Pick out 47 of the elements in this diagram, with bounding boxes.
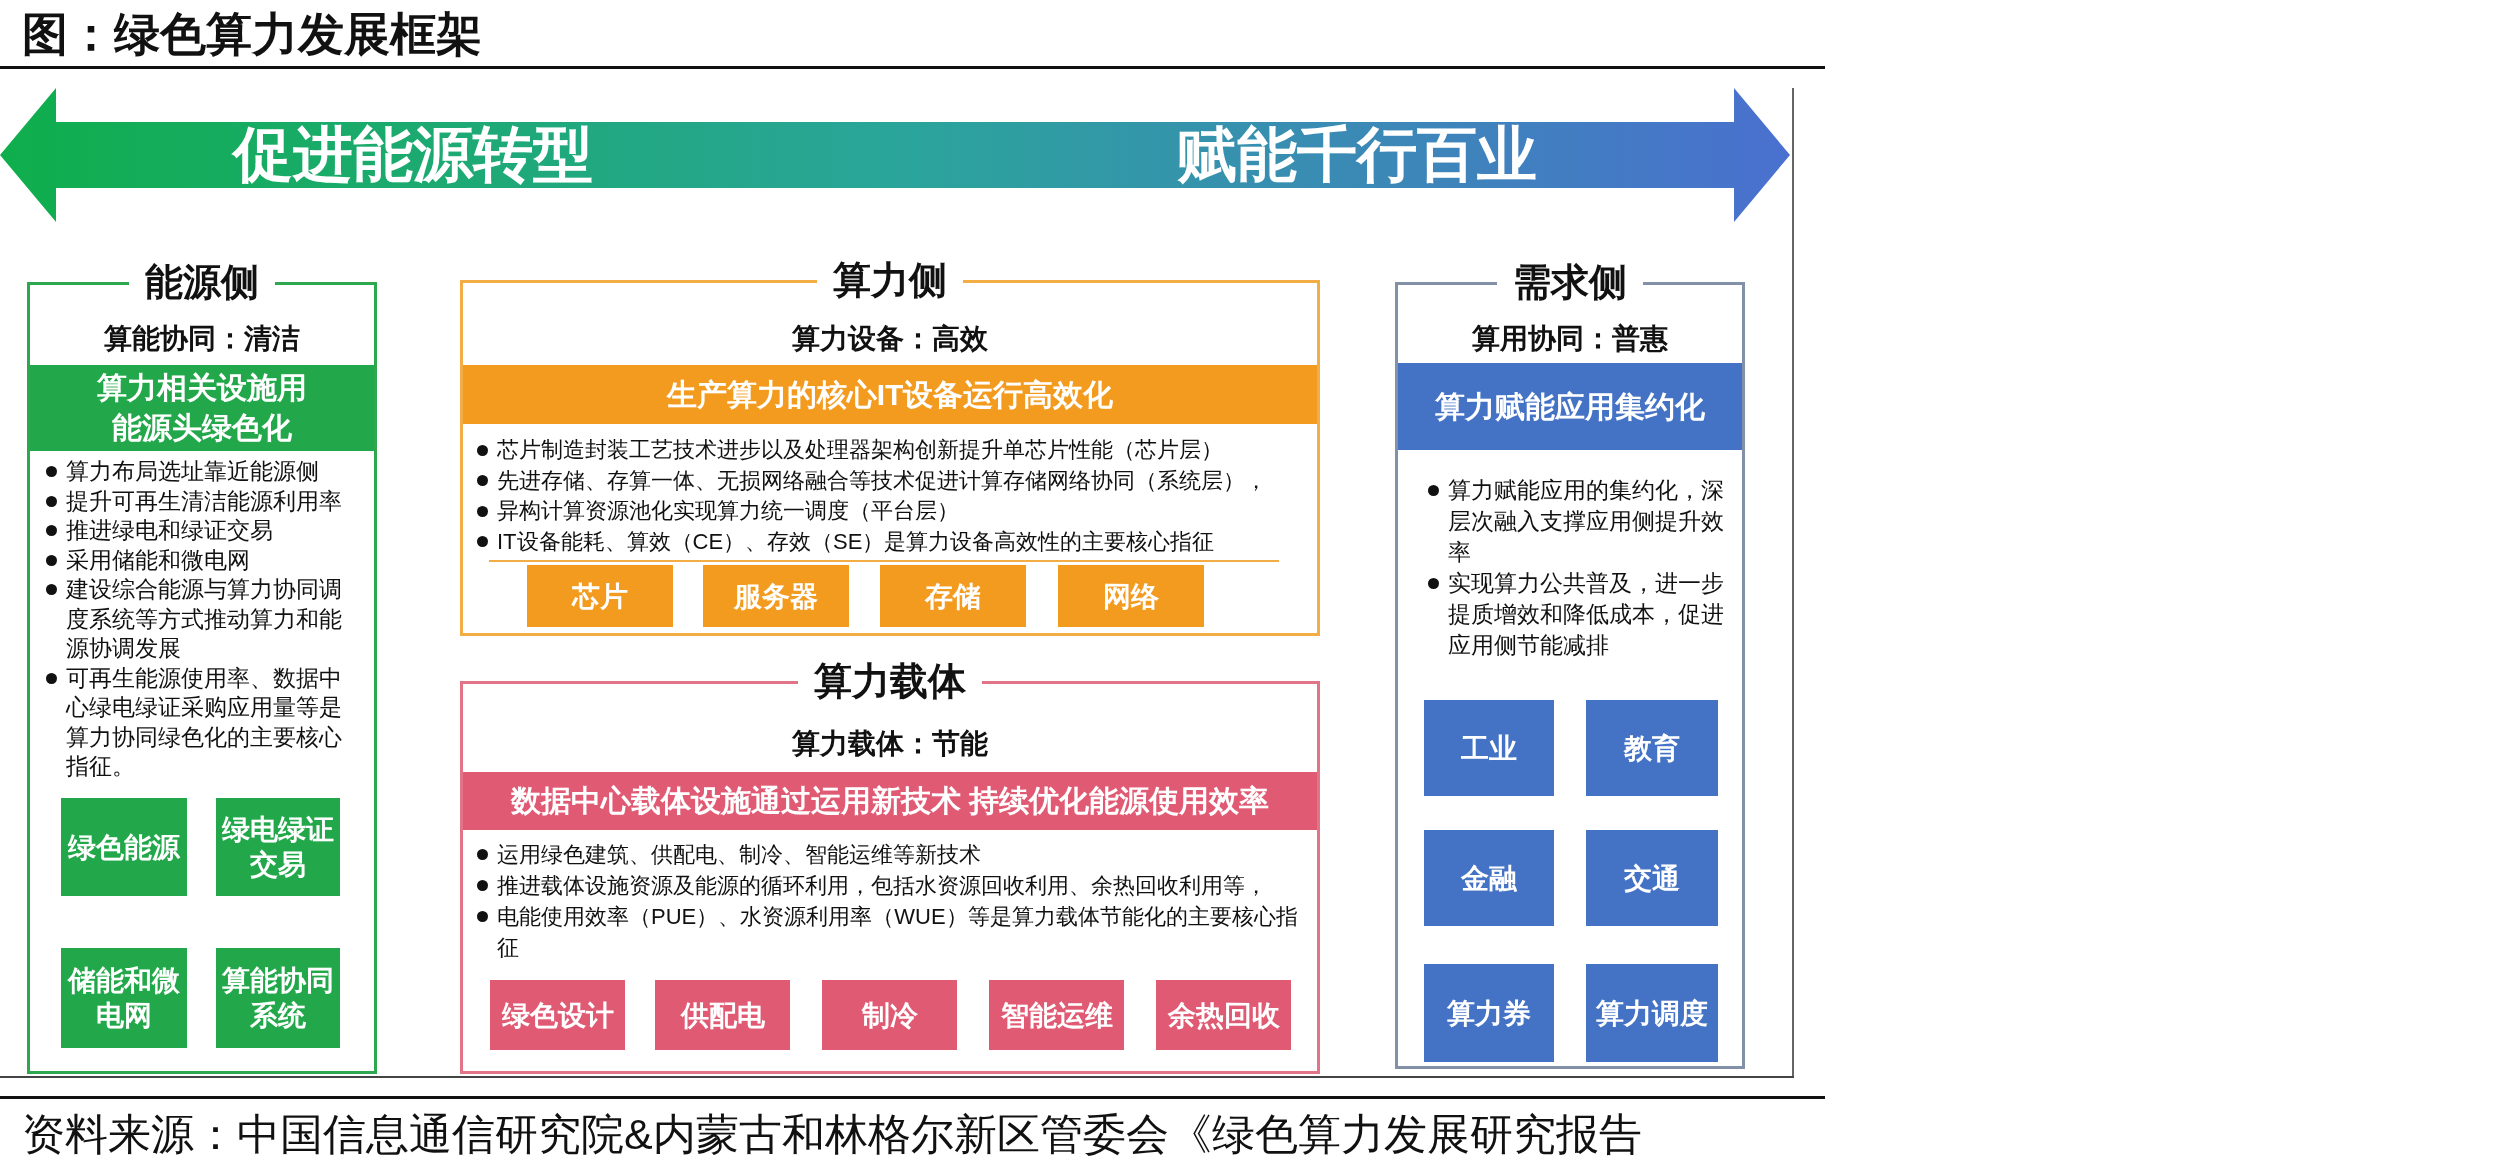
source-caption: 资料来源：中国信息通信研究院&内蒙古和林格尔新区管委会《绿色算力发展研究报告 <box>22 1109 1642 1160</box>
category-tile: 绿色设计 <box>490 980 625 1050</box>
bullet-text: 电能使用效率（PUE）、水资源利用率（WUE）等是算力载体节能化的主要核心指征 <box>497 903 1299 962</box>
category-tile: 储能和微电网 <box>61 948 187 1048</box>
heading-band: 算力赋能应用集约化 <box>1398 363 1742 450</box>
bullet-text: 提升可再生清洁能源利用率 <box>66 486 343 516</box>
category-tile: 网络 <box>1058 565 1204 627</box>
category-tile: 智能运维 <box>989 980 1124 1050</box>
bullet-text: 推进绿电和绿证交易 <box>66 516 274 545</box>
category-tile: 算力调度 <box>1586 964 1718 1062</box>
bullet-text: 先进存储、存算一体、无损网络融合等技术促进计算存储网络协同（系统层）， <box>497 466 1268 495</box>
category-tile: 工业 <box>1424 700 1554 796</box>
bullet-text: 采用储能和微电网 <box>66 545 251 575</box>
heading-band: 算力相关设施用能源头绿色化 <box>30 365 374 451</box>
bullet-text: 可再生能源使用率、数据中心绿电绿证采购应用量等是算力协同绿色化的主要核心指征。 <box>66 663 343 781</box>
category-tile: 供配电 <box>655 980 790 1050</box>
bullet-text: 推进载体设施资源及能源的循环利用，包括水资源回收利用、余热回收利用等， <box>497 872 1268 900</box>
bullet-text: IT设备能耗、算效（CE）、存效（SE）是算力设备高效性的主要核心指征 <box>497 527 1216 556</box>
category-tile: 芯片 <box>527 565 673 627</box>
heading-band: 生产算力的核心IT设备运行高效化 <box>463 365 1317 424</box>
panel-subtitle: 算用协同：普惠 <box>1472 322 1668 356</box>
banner-text: 赋能千行百业 <box>1177 120 1537 190</box>
category-tile: 余热回收 <box>1156 980 1291 1050</box>
category-tile: 算能协同系统 <box>216 948 340 1048</box>
category-tile: 金融 <box>1424 830 1554 926</box>
heading-band: 数据中心载体设施通过运用新技术 持续优化能源使用效率 <box>463 772 1317 830</box>
category-tile: 制冷 <box>822 980 957 1050</box>
category-tile: 交通 <box>1586 830 1718 926</box>
bullet-text: 建设综合能源与算力协同调度系统等方式推动算力和能源协调发展 <box>66 575 343 663</box>
bullet-text: 芯片制造封装工艺技术进步以及处理器架构创新提升单芯片性能（芯片层） <box>497 436 1224 464</box>
category-tile: 算力券 <box>1424 964 1554 1062</box>
bullet-text: 实现算力公共普及，进一步提质增效和降低成本，促进应用侧节能减排 <box>1448 569 1725 660</box>
category-tile: 绿电绿证交易 <box>216 798 340 896</box>
category-tile: 教育 <box>1586 700 1718 796</box>
bullet-text: 算力布局选址靠近能源侧 <box>66 457 320 486</box>
panel-subtitle: 算能协同：清洁 <box>104 322 300 356</box>
panel-subtitle: 算力载体：节能 <box>792 727 988 761</box>
panel-subtitle: 算力设备：高效 <box>792 322 988 356</box>
bullet-text: 运用绿色建筑、供配电、制冷、智能运维等新技术 <box>497 841 982 869</box>
category-tile: 存储 <box>880 565 1026 627</box>
bullet-text: 算力赋能应用的集约化，深层次融入支撑应用侧提升效率 <box>1448 476 1725 567</box>
double-arrow <box>0 88 1790 222</box>
banner-text: 促进能源转型 <box>233 120 593 190</box>
figure-title: 图：绿色算力发展框架 <box>22 7 482 62</box>
category-tile: 绿色能源 <box>61 798 187 896</box>
bullet-text: 异构计算资源池化实现算力统一调度（平台层） <box>497 497 960 525</box>
category-tile: 服务器 <box>703 565 849 627</box>
